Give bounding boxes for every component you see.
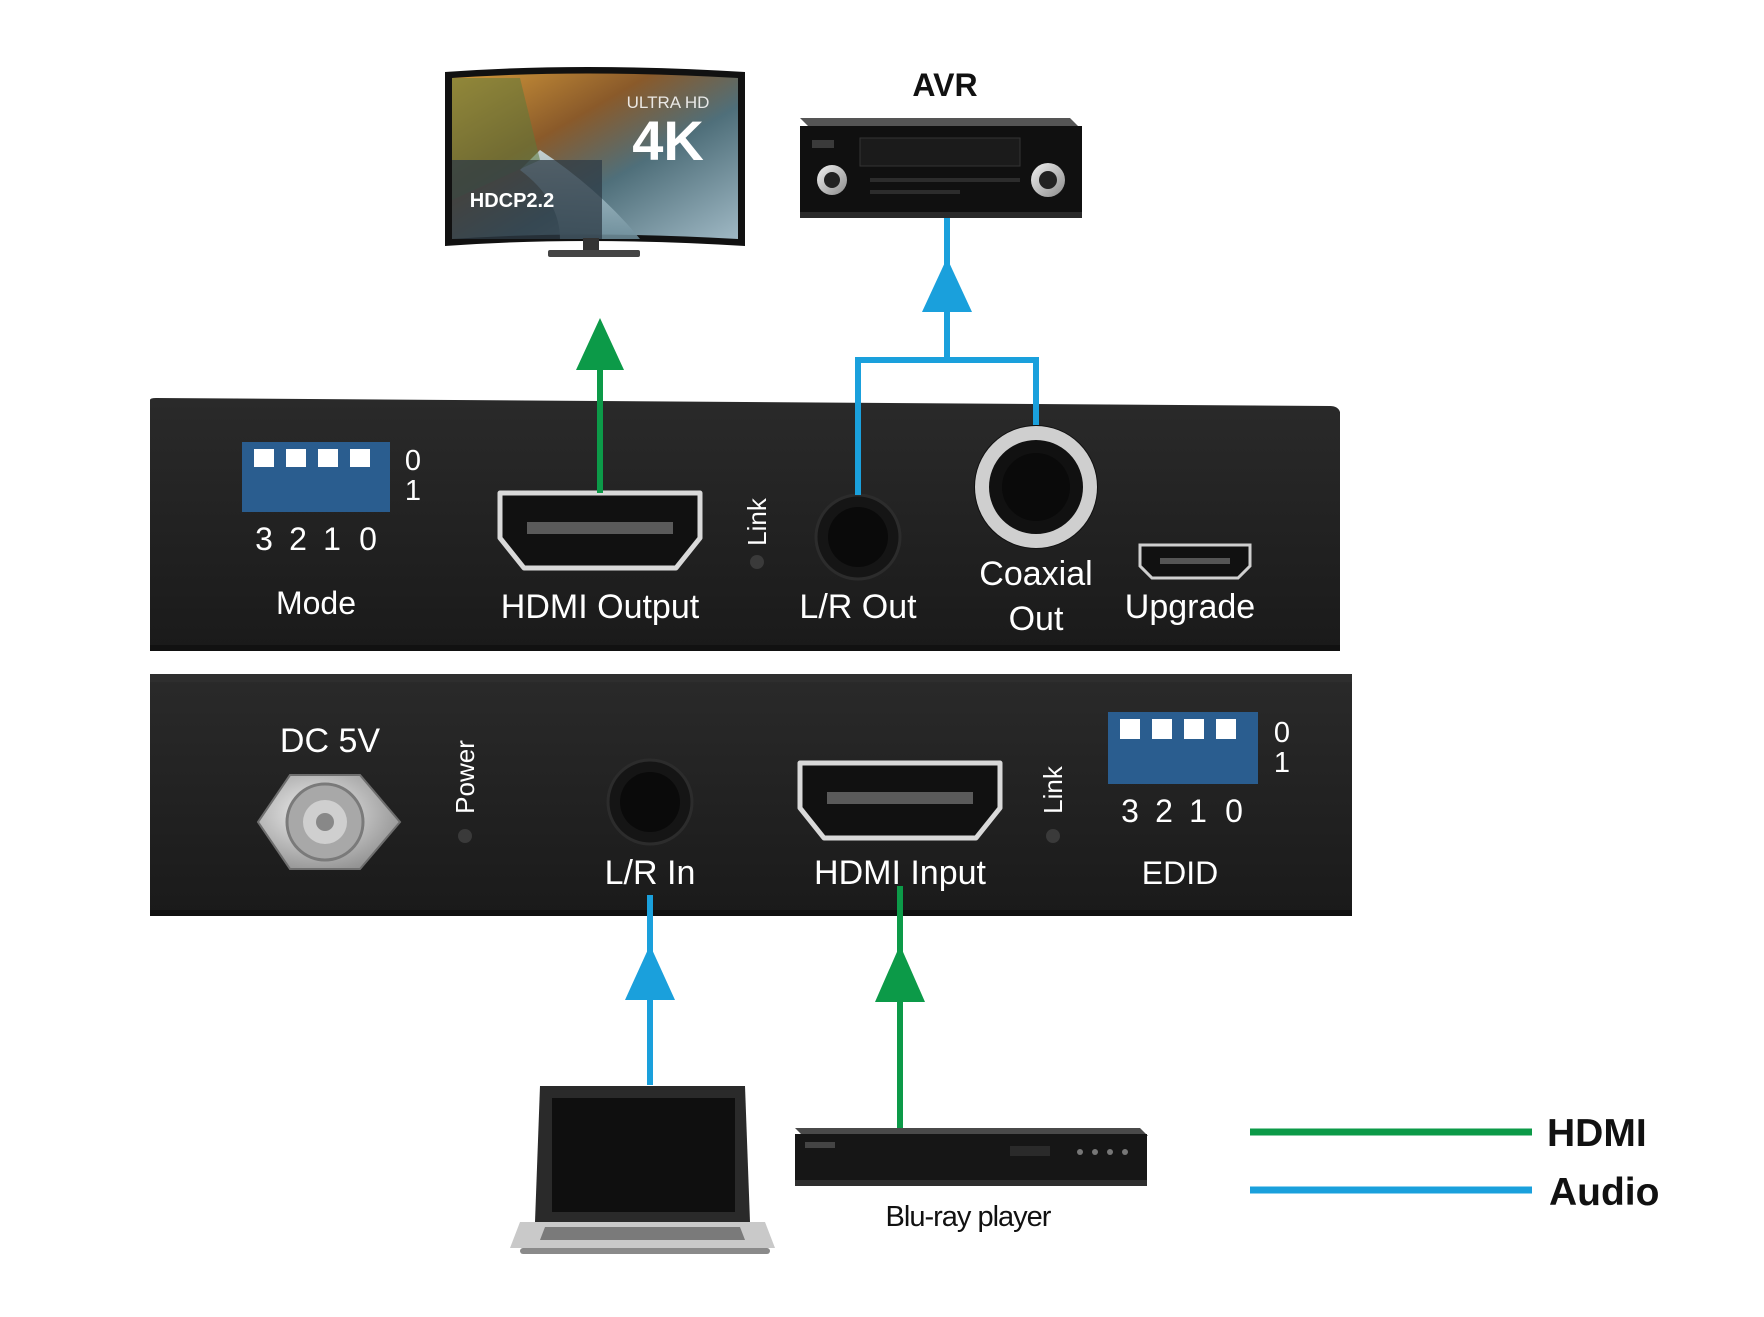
tv-badge-top: ULTRA HD (627, 93, 710, 112)
mode-position-3: 3 (255, 521, 273, 557)
mode-state-bottom: 1 (405, 475, 421, 507)
transmitter-link-led (1046, 829, 1060, 843)
edid-position-2: 2 (1155, 793, 1173, 829)
audio-line-input (625, 895, 675, 1085)
lr-out-jack[interactable] (814, 493, 902, 581)
edid-position-3: 3 (1121, 793, 1139, 829)
lr-out-label: L/R Out (799, 588, 917, 626)
hdmi-output-port[interactable] (497, 490, 703, 571)
hdmi-line-input (875, 886, 925, 1128)
receiver-panel: 0 1 3 2 1 0 Mode HDMI Output Link L/R Ou… (150, 398, 1340, 651)
dc-power-jack[interactable] (256, 774, 402, 870)
mode-position-0: 0 (359, 521, 377, 557)
bluray: Blu-ray player (795, 1128, 1148, 1233)
hdmi-output-label: HDMI Output (501, 588, 700, 626)
coaxial-out-label-line1: Coaxial (979, 555, 1092, 593)
mode-position-1: 1 (323, 521, 341, 557)
bluray-label: Blu-ray player (886, 1201, 1052, 1233)
receiver-link-label: Link (742, 497, 772, 546)
mode-label: Mode (276, 585, 356, 621)
power-led (458, 829, 472, 843)
coaxial-out-label-line2: Out (1009, 600, 1064, 638)
edid-label: EDID (1142, 855, 1218, 891)
mode-state-top: 0 (405, 445, 421, 477)
coaxial-out-jack[interactable] (974, 425, 1098, 549)
laptop-icon (510, 1086, 775, 1254)
upgrade-usb-port[interactable] (1138, 543, 1252, 580)
hdmi-input-port[interactable] (797, 760, 1003, 841)
edid-state-bottom: 1 (1274, 747, 1290, 779)
legend-hdmi-label: HDMI (1547, 1112, 1647, 1155)
mode-position-2: 2 (289, 521, 307, 557)
edid-position-1: 1 (1189, 793, 1207, 829)
dc-5v-label: DC 5V (280, 722, 380, 760)
legend: HDMI Audio (1250, 1112, 1659, 1214)
bluray-player-icon (795, 1128, 1148, 1186)
hdmi-input-label: HDMI Input (814, 854, 986, 892)
edid-position-0: 0 (1225, 793, 1243, 829)
mode-dip-switch[interactable] (242, 442, 390, 512)
television-icon (445, 67, 745, 257)
tv: ULTRA HD 4K HDCP2.2 (445, 67, 745, 257)
legend-audio-label: Audio (1549, 1171, 1659, 1214)
av-receiver-icon (800, 118, 1082, 218)
power-label: Power (450, 740, 480, 814)
avr: AVR (800, 67, 1082, 218)
audio-line-output (855, 218, 1039, 495)
receiver-link-led (750, 555, 764, 569)
transmitter-panel: DC 5V Power L/R In HDMI Input Link (150, 674, 1352, 916)
edid-state-top: 0 (1274, 717, 1290, 749)
laptop (510, 1086, 775, 1254)
avr-label: AVR (912, 67, 977, 103)
transmitter-link-label: Link (1038, 765, 1068, 814)
upgrade-label: Upgrade (1125, 588, 1255, 626)
tv-badge-hdcp: HDCP2.2 (470, 190, 554, 212)
lr-in-jack[interactable] (606, 758, 694, 846)
hdmi-line-output (576, 318, 624, 493)
edid-dip-switch[interactable] (1108, 712, 1258, 784)
lr-in-label: L/R In (605, 854, 696, 892)
tv-badge-4k: 4K (632, 109, 704, 172)
